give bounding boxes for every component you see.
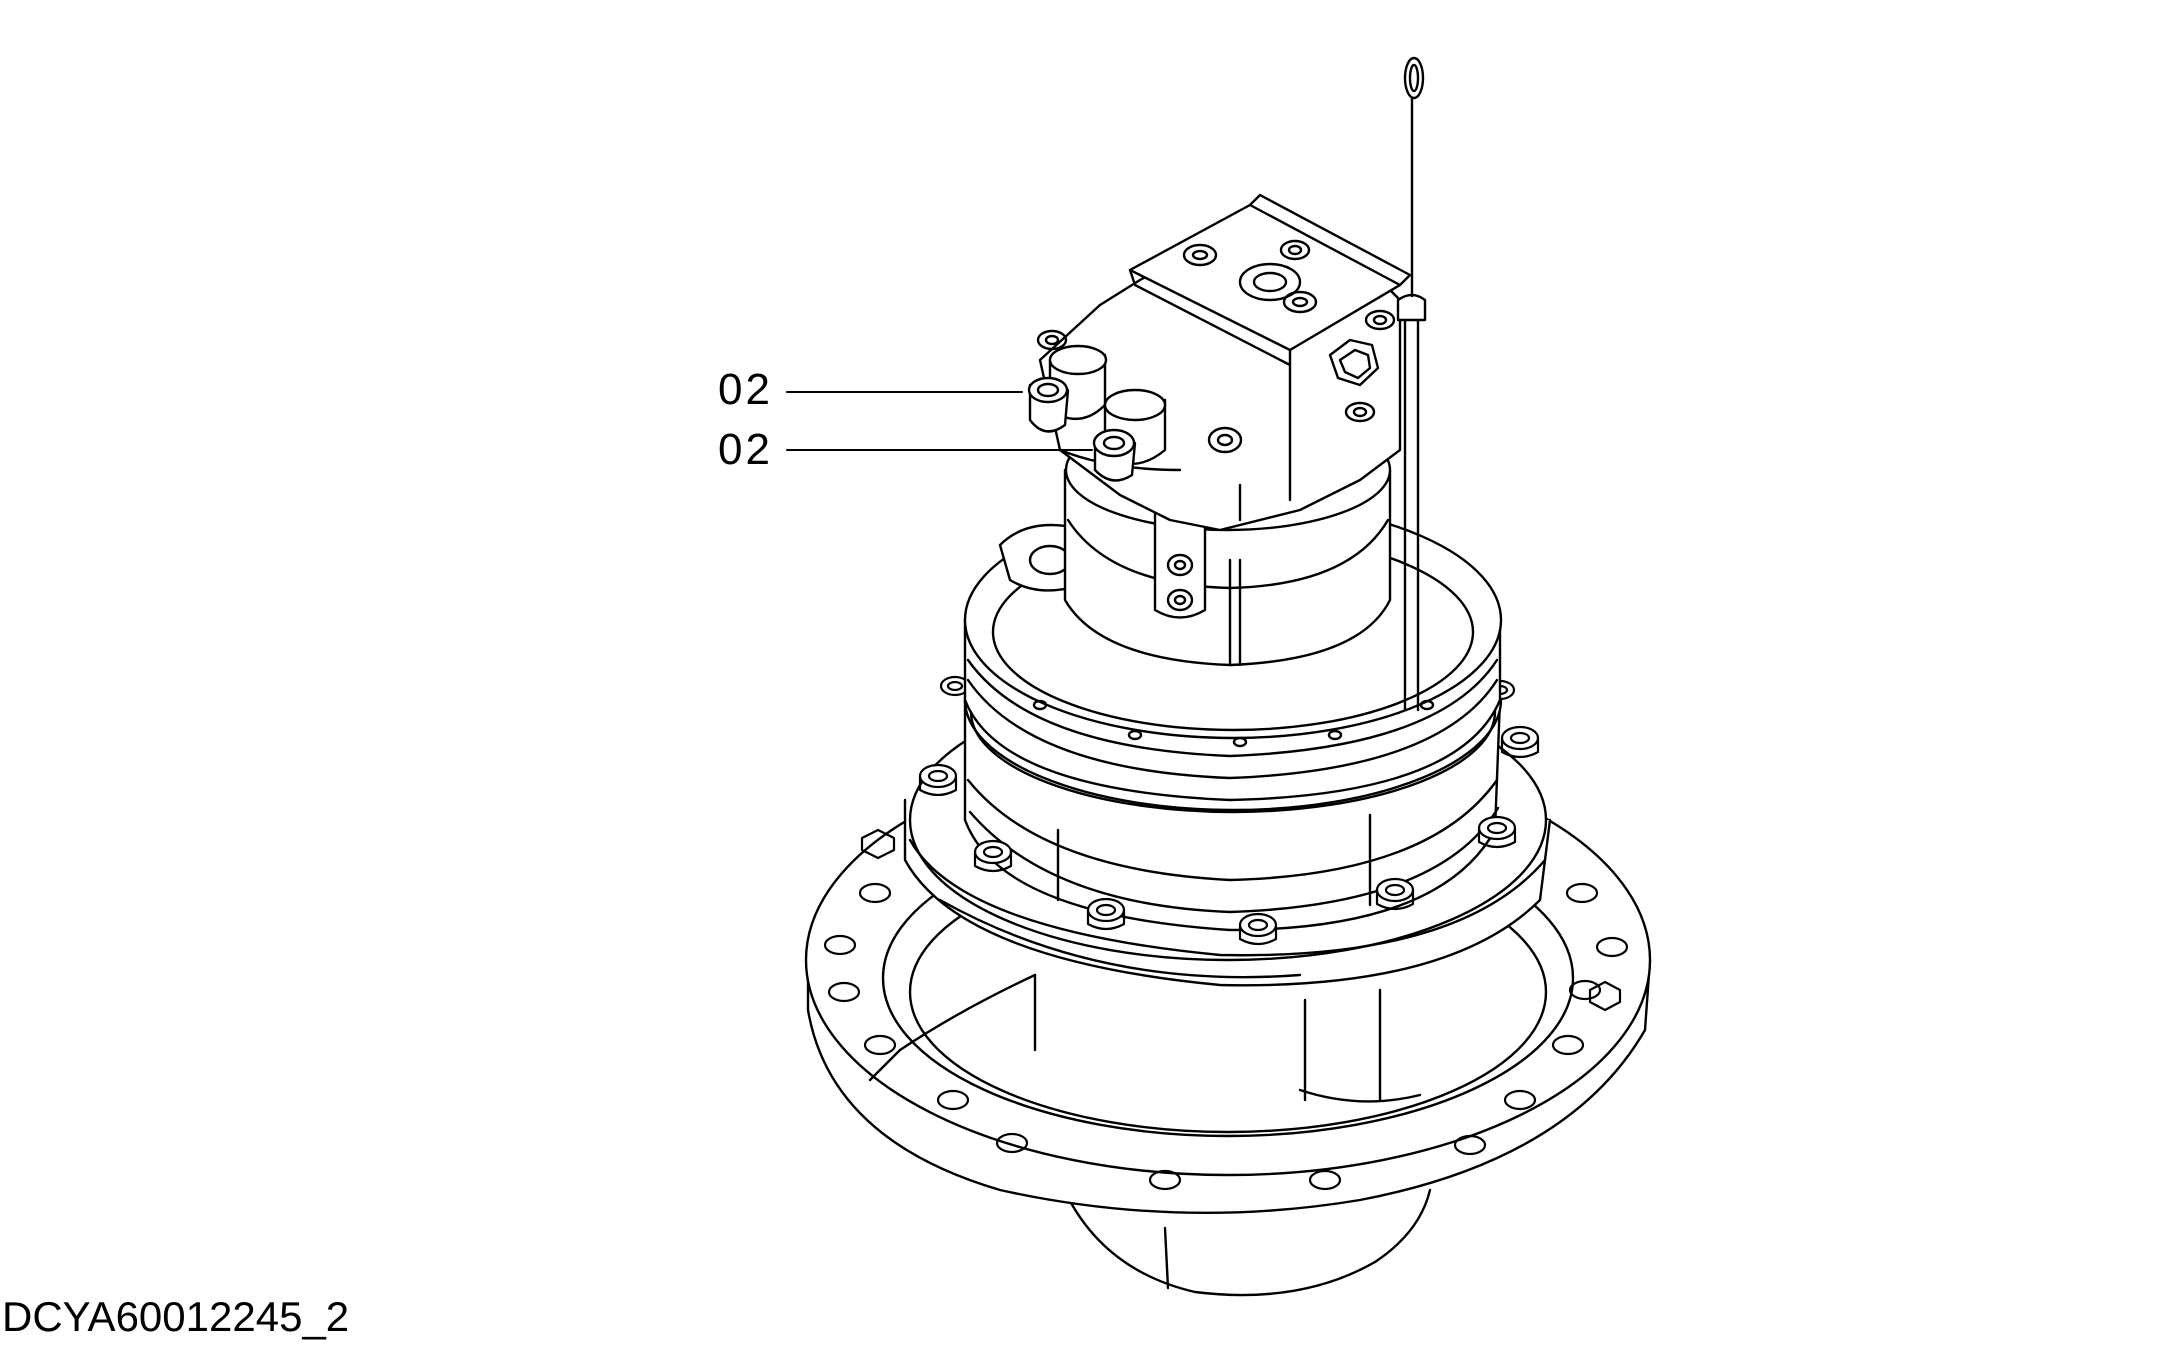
- flange-bolt-holes: [825, 830, 1627, 1189]
- callout-leaders: [787, 392, 1092, 450]
- oil-level-gauge: [1398, 58, 1425, 710]
- port-plug-lower: [1094, 390, 1165, 480]
- callout-label-lower-plug: 02: [718, 425, 773, 474]
- figure-id: DCYA60012245_2: [2, 1293, 350, 1340]
- housing-bolts: [920, 677, 1538, 944]
- callout-label-upper-plug: 02: [718, 365, 773, 414]
